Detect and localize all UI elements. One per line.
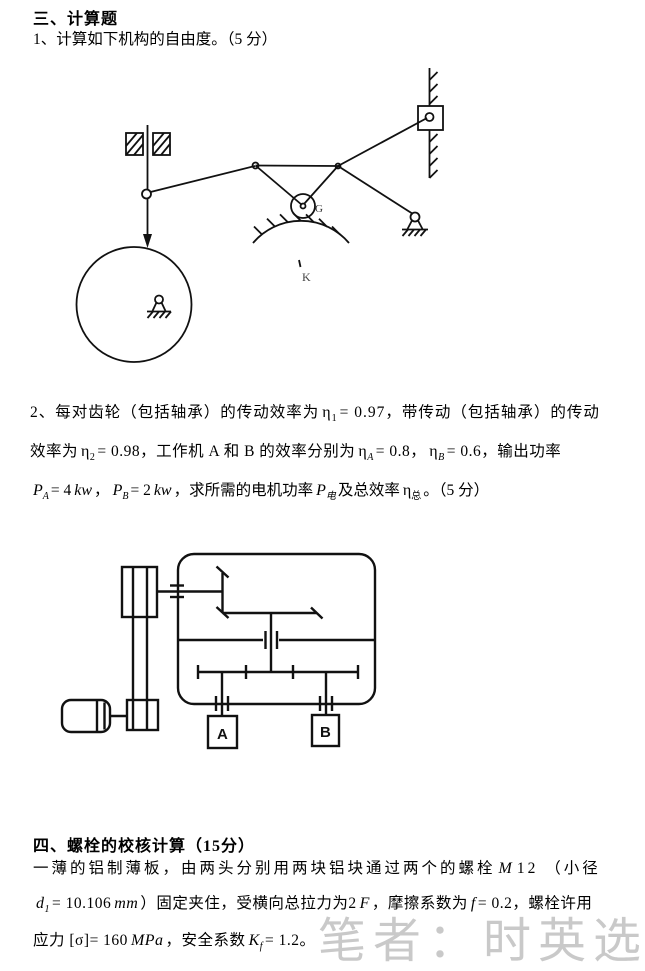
text-run: ）固定夹住，受横向总拉力为2 [140, 895, 357, 912]
text-run: ，安全系数 [165, 932, 246, 949]
text-run: 12 （小径 [516, 860, 601, 877]
section4-heading: 四、螺栓的校核计算（15分） [33, 838, 256, 855]
question1-text: 1、计算如下机构的自由度。（5 分） [33, 31, 278, 48]
slider-pin [424, 112, 435, 122]
section3-heading: 三、计算题 [33, 11, 119, 28]
math-variable: P电 [316, 482, 336, 503]
label-g: G [315, 203, 323, 215]
math-variable: PB [112, 482, 129, 503]
math-variable: MPa [130, 932, 164, 949]
machine-b-box [310, 713, 341, 748]
text-run: = 1.2。 [265, 932, 316, 949]
transmission-diagram: A B [60, 552, 377, 750]
lower-gear-shaft [196, 665, 360, 679]
label-machine-b: B [320, 724, 331, 741]
text-run: 一薄的铝制薄板，由两头分别用两块铝块通过两个的螺栓 [33, 860, 496, 877]
text-run: = 0.97，带传动（包括轴承）的传动 [339, 404, 600, 421]
bevel-gear-pair [215, 565, 324, 620]
text-run: = 10.106 [52, 895, 112, 912]
middle-gear-mesh [178, 631, 374, 649]
text-run: 效率为 [30, 443, 79, 460]
text-run: ，求所需的电机功率 [173, 482, 314, 499]
machine-a-box [206, 714, 239, 750]
text-run: = 0.8， [375, 443, 427, 460]
output-bearing-b [318, 696, 334, 711]
text-run: = 160 [89, 932, 128, 949]
arrow-head [143, 234, 152, 248]
text-run: 及总效率 [337, 482, 400, 499]
fixed-curved-surface [252, 212, 350, 244]
watermark: 笔者：时英选 [318, 915, 645, 968]
prismatic-guide-hatch [125, 132, 171, 156]
text-run: = 2 [130, 482, 151, 499]
text-run: 2、每对齿轮（包括轴承）的传动效率为 [30, 404, 320, 421]
math-variable: mm [114, 895, 139, 912]
label-machine-a: A [217, 726, 228, 743]
pulley-large [120, 565, 159, 619]
motor [60, 698, 127, 734]
math-variable: kw [153, 482, 172, 499]
slider-block [417, 105, 444, 131]
math-variable: f [470, 895, 476, 912]
math-variable: M [498, 860, 515, 877]
math-variable: η总 [402, 482, 422, 503]
revolute-joint [141, 188, 152, 200]
link-to-slider [337, 117, 428, 167]
ternary-link [251, 161, 342, 206]
label-k: K [302, 270, 311, 284]
text-run: = 0.6，输出功率 [446, 443, 562, 460]
math-variable: F [359, 895, 370, 912]
text-run: = 4 [50, 482, 72, 499]
slider-wall [428, 68, 439, 179]
fixed-pivot-wheel [146, 294, 172, 319]
roller-g-center [299, 202, 307, 210]
math-variable: d1 [36, 895, 50, 916]
gearbox-housing [176, 552, 377, 706]
text-run: = 0.98，工作机 A 和 B 的效率分别为 [97, 443, 356, 460]
mechanism-diagram: G K [75, 68, 444, 363]
roller-g [290, 193, 316, 219]
math-variable: kw [74, 482, 93, 499]
math-variable: η1 [322, 404, 338, 425]
text-run: 。（5 分） [423, 482, 490, 499]
k-tick [298, 259, 302, 268]
text-run: = 0.2，螺栓许用 [477, 895, 593, 912]
vertical-rod [143, 125, 152, 248]
text-run: ， [94, 482, 110, 499]
text-run: ，摩擦系数为 [371, 895, 468, 912]
wheel [75, 246, 193, 363]
text-run: 应力 [σ] [33, 932, 90, 949]
math-variable: PA [33, 482, 49, 503]
belt-drive [120, 565, 160, 732]
link-to-pivot [337, 165, 414, 215]
fixed-pivot-right [401, 211, 428, 237]
math-variable: η2 [81, 443, 96, 464]
math-variable: ηA [358, 443, 374, 464]
link-bar [150, 165, 256, 193]
math-variable: Kf [248, 932, 264, 953]
output-bearing-a [214, 696, 230, 711]
math-variable: ηB [429, 443, 445, 464]
pulley-small [125, 698, 160, 732]
